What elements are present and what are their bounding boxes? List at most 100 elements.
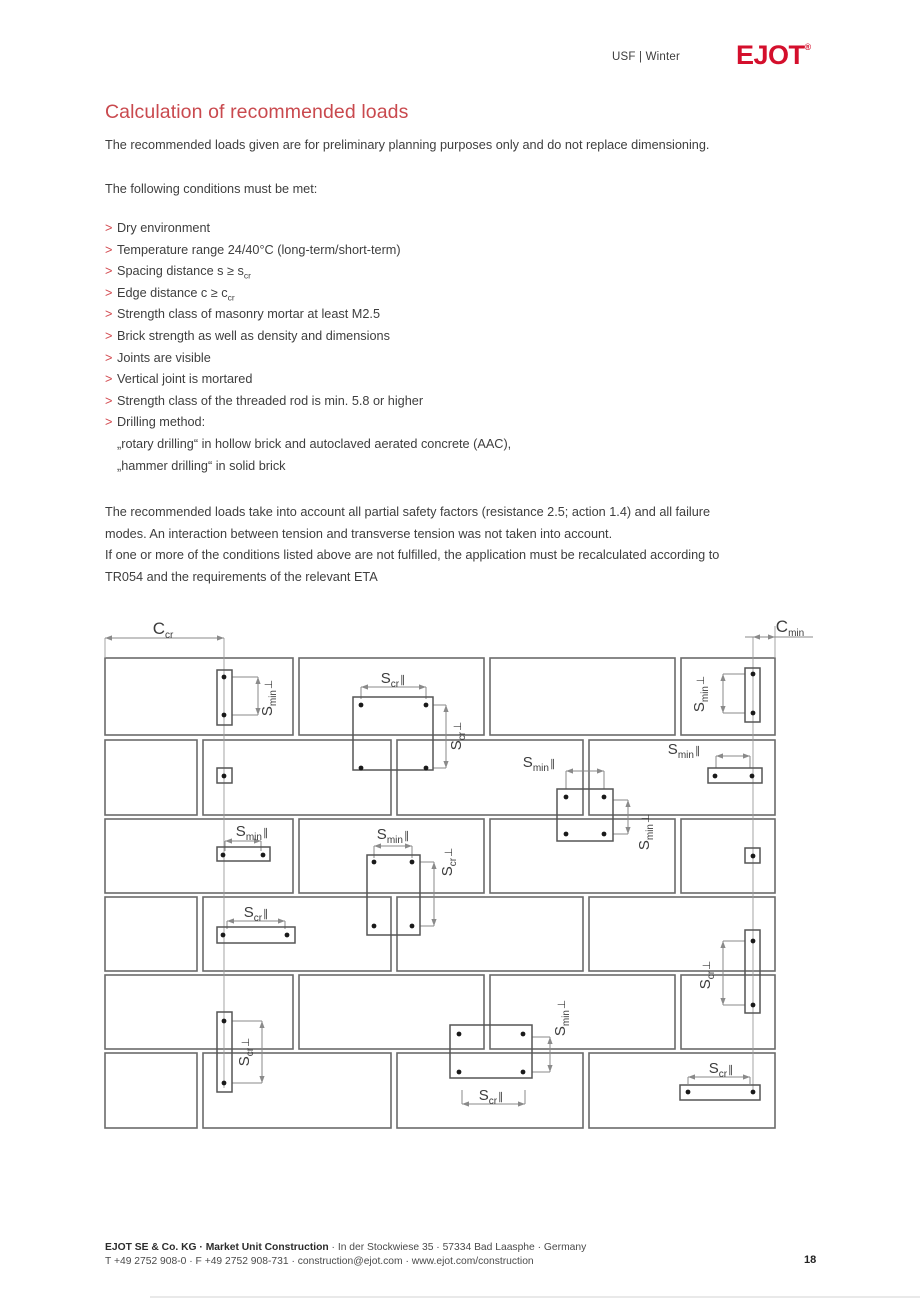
dimension-arrow — [688, 1074, 695, 1080]
anchor-dot — [409, 923, 415, 929]
dimension-arrow — [716, 753, 723, 759]
dimension-arrow — [597, 768, 604, 774]
anchor-dot — [563, 831, 569, 837]
list-item: >Dry environment — [105, 221, 511, 243]
dimension-arrow — [625, 800, 631, 807]
dimension-arrow — [768, 634, 775, 640]
brick — [104, 739, 198, 816]
list-item-text: Brick strength as well as density and di… — [117, 328, 390, 343]
bullet-marker: > — [105, 264, 113, 279]
brick — [396, 896, 584, 972]
dimension-arrow — [227, 918, 234, 924]
ejot-logo: EJOT® — [736, 40, 811, 71]
dimension-arrow — [254, 838, 261, 844]
anchor-dot — [712, 773, 718, 779]
dimension-arrow — [217, 635, 224, 641]
dimension-arrow — [259, 1076, 265, 1083]
note-line: The recommended loads take into account … — [105, 505, 711, 519]
list-item: >Edge distance c ≥ ccr — [105, 286, 511, 308]
list-item-text: Strength class of masonry mortar at leas… — [117, 307, 381, 322]
dimension-arrow — [518, 1101, 525, 1107]
anchor-dot — [409, 859, 415, 865]
anchor-plate — [216, 669, 233, 726]
brick — [202, 739, 392, 816]
dimension-arrow — [743, 1074, 750, 1080]
diagram-label: Scr∥ — [479, 1087, 504, 1107]
anchor-plate — [366, 854, 421, 936]
subscript: cr — [243, 270, 251, 281]
diagram-label: Smin∥ — [377, 826, 409, 846]
anchor-dot — [284, 932, 290, 938]
diagram-label: Scr∥ — [244, 904, 269, 924]
anchor-dot — [456, 1069, 462, 1075]
anchor-dot — [358, 702, 364, 708]
anchor-plate — [707, 767, 763, 784]
dimension-arrow — [431, 919, 437, 926]
anchor-plate — [216, 1011, 233, 1093]
bullet-marker: > — [105, 328, 113, 343]
diagram-label: Smin⊥ — [636, 814, 656, 850]
conditions-list: >Dry environment >Temperature range 24/4… — [105, 221, 511, 480]
diagram-label: Scr⊥ — [236, 1038, 256, 1067]
brick — [680, 657, 776, 736]
conditions-heading: The following conditions must be met: — [105, 182, 318, 196]
bullet-marker: > — [105, 415, 113, 430]
diagram-label: Scr⊥ — [439, 848, 459, 877]
list-item: >Strength class of masonry mortar at lea… — [105, 307, 511, 329]
dimension-arrow — [255, 677, 261, 684]
list-item-text: Joints are visible — [117, 350, 211, 365]
anchor-plate — [744, 929, 761, 1014]
diagram-label: Smin∥ — [523, 754, 555, 774]
footer-line-1: EJOT SE & Co. KG · Market Unit Construct… — [105, 1242, 586, 1253]
anchor-plate — [216, 846, 271, 862]
brick — [298, 974, 485, 1050]
dimension-arrow — [462, 1101, 469, 1107]
note-line: If one or more of the conditions listed … — [105, 548, 720, 563]
dimension-arrow — [225, 838, 232, 844]
anchor-dot — [260, 852, 266, 858]
dimension-arrow — [547, 1037, 553, 1044]
list-item-text: Dry environment — [117, 221, 211, 235]
anchor-dot — [371, 859, 377, 865]
footer-address: · In der Stockwiese 35 · 57334 Bad Laasp… — [328, 1242, 587, 1253]
anchor-dot — [221, 773, 227, 779]
anchor-dot — [220, 852, 226, 858]
anchor-plate — [556, 788, 614, 842]
anchor-plate — [449, 1024, 533, 1079]
list-item: >Temperature range 24/40°C (long-term/sh… — [105, 243, 511, 265]
dimension-arrow — [720, 706, 726, 713]
diagram-label: Scr⊥ — [697, 961, 717, 990]
bullet-marker: > — [105, 350, 113, 365]
list-item-text: Spacing distance s ≥ s — [117, 264, 244, 279]
anchor-plate — [216, 767, 233, 784]
dimension-arrow — [361, 684, 368, 690]
anchor-dot — [601, 831, 607, 837]
dimension-arrow — [419, 684, 426, 690]
diagram-label: Smin⊥ — [259, 680, 279, 716]
anchor-dot — [749, 773, 755, 779]
diagram-label: Ccr — [153, 619, 174, 641]
anchor-dot — [423, 765, 429, 771]
anchor-dot — [520, 1031, 526, 1037]
dimension-arrow — [374, 843, 381, 849]
dimension-arrow — [720, 998, 726, 1005]
diagram-label: Smin⊥ — [552, 1000, 572, 1036]
list-item-continuation: „rotary drilling“ in hollow brick and au… — [117, 436, 512, 451]
brick — [588, 896, 776, 972]
anchor-plate — [352, 696, 434, 771]
anchor-dot — [750, 1002, 756, 1008]
diagram-label: Smin⊥ — [691, 676, 711, 712]
logo-text: EJOT — [736, 40, 805, 70]
list-item-text: Drilling method: — [117, 415, 206, 430]
diagram-label: Smin∥ — [668, 741, 700, 761]
anchor-dot — [750, 1089, 756, 1095]
dimension-arrow — [720, 674, 726, 681]
anchor-dot — [750, 853, 756, 859]
anchor-plate — [679, 1084, 761, 1101]
anchor-plate — [744, 847, 761, 864]
footer-line-2: T +49 2752 908-0 · F +49 2752 908-731 · … — [105, 1256, 534, 1267]
brick — [489, 818, 676, 894]
diagram-label: Scr∥ — [709, 1060, 734, 1080]
brick — [298, 818, 485, 894]
dimension-arrow — [720, 941, 726, 948]
